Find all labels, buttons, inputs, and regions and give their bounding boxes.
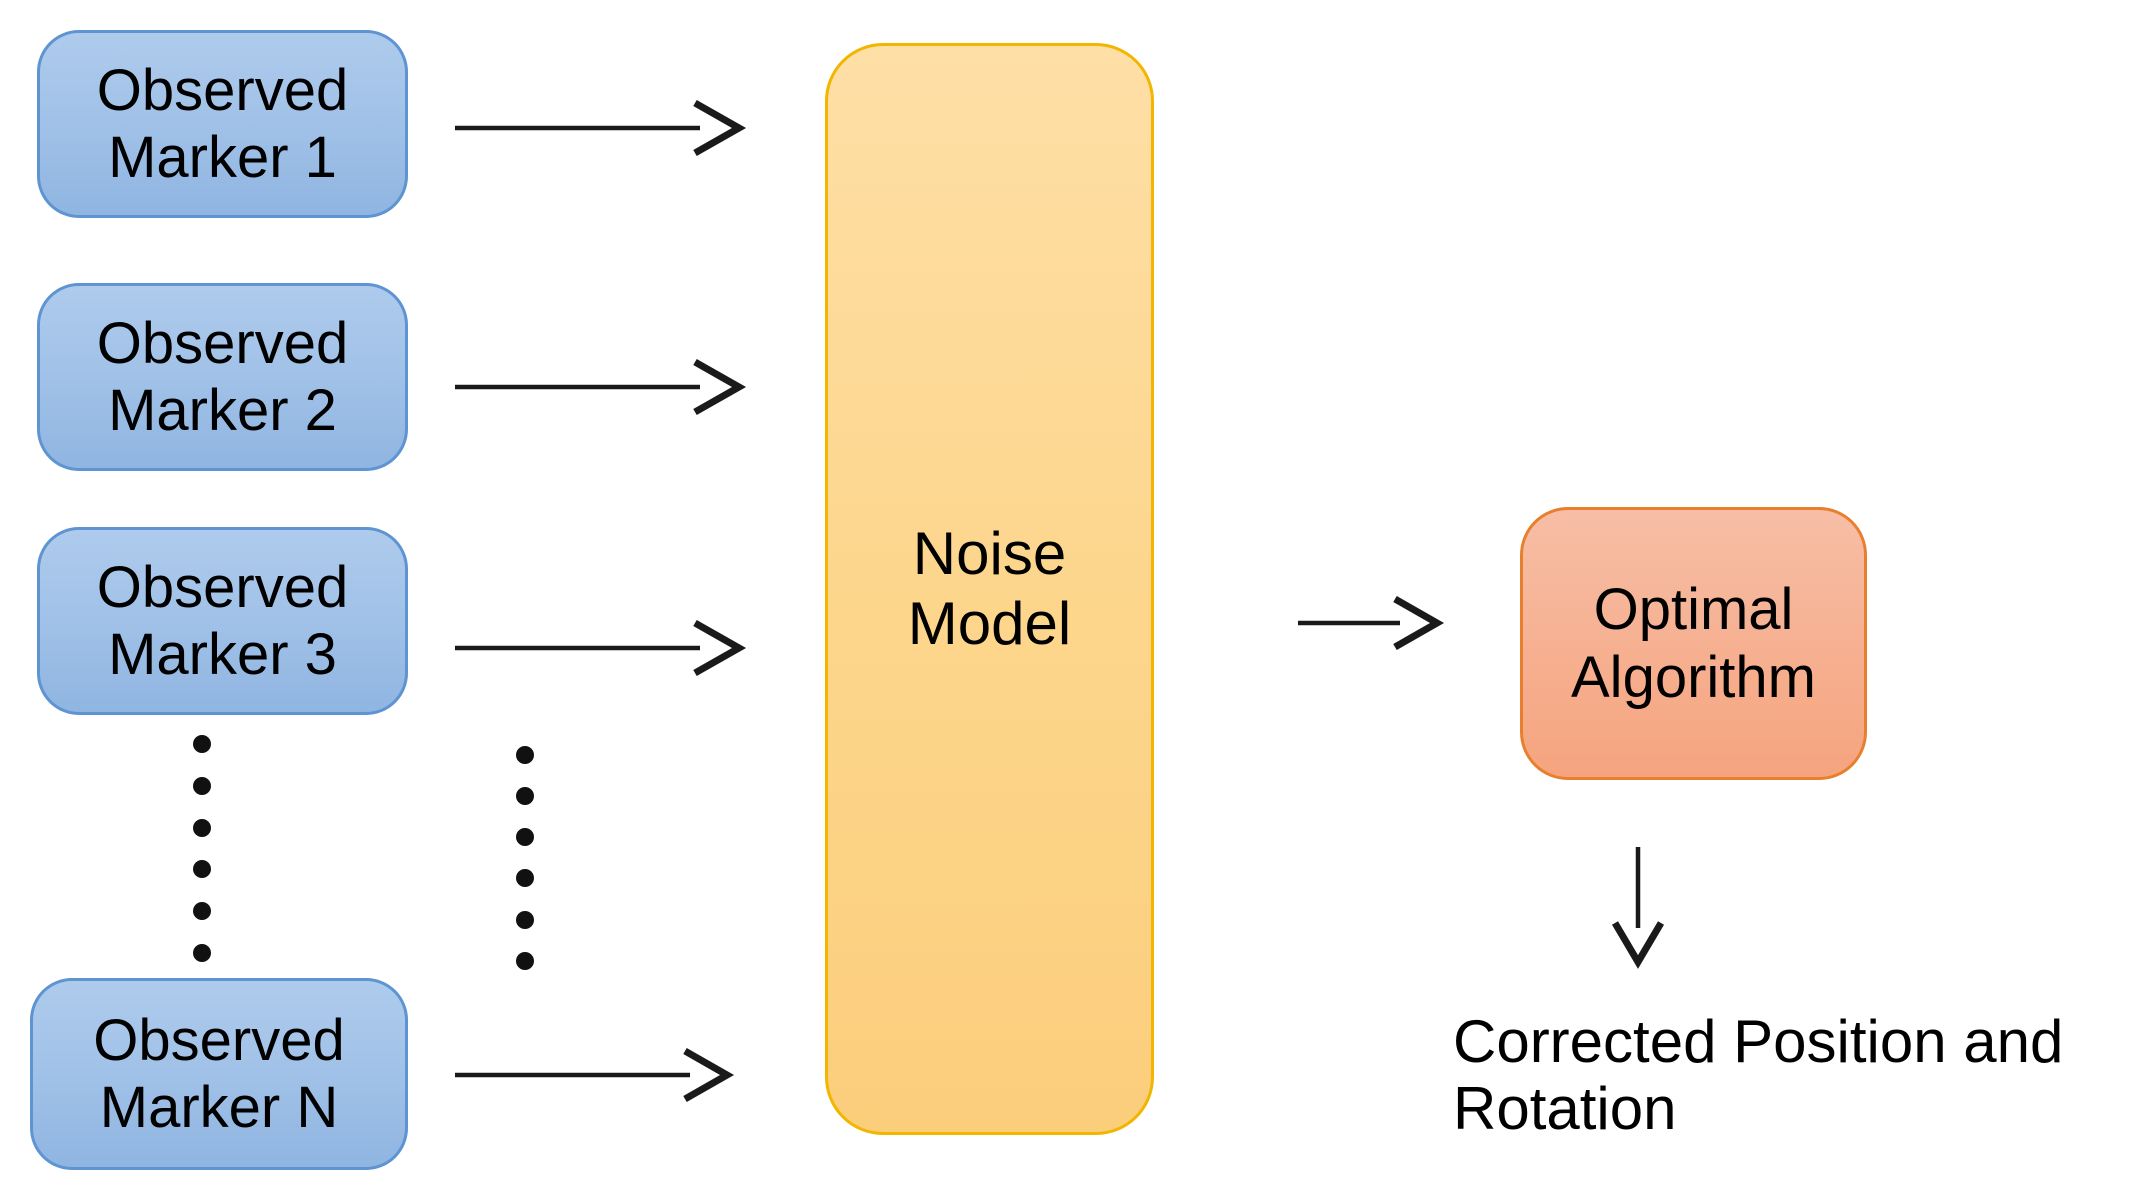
arrow-marker1-to-noise [455, 99, 747, 157]
node-label-line: Marker 2 [108, 378, 337, 443]
dot [516, 869, 534, 887]
arrow-head-icon [1611, 921, 1665, 969]
output-label-line: Corrected Position and [1453, 1008, 2064, 1075]
node-label-line: Marker 3 [108, 622, 337, 687]
arrow-markerN-to-noise [455, 1047, 735, 1103]
dot [193, 777, 211, 795]
dot [516, 911, 534, 929]
node-label-line: Algorithm [1571, 644, 1816, 710]
dot [516, 828, 534, 846]
ellipsis-dots-left [193, 735, 211, 962]
node-label-line: Model [907, 590, 1072, 657]
arrow-head-icon [693, 358, 747, 416]
node-observed-marker-2: Observed Marker 2 [37, 283, 408, 471]
node-label-line: Observed [93, 1007, 345, 1073]
node-label-line: Observed [96, 554, 349, 620]
node-observed-marker-3: Observed Marker 3 [37, 527, 408, 715]
node-label-line: Marker 1 [108, 125, 337, 190]
output-corrected-position-rotation: Corrected Position and Rotation [1453, 1008, 2063, 1142]
arrow-head-icon [683, 1047, 735, 1103]
arrow-algorithm-to-output [1611, 847, 1665, 969]
node-label-line: Observed [96, 310, 349, 376]
dot [193, 860, 211, 878]
arrow-noise-to-algorithm [1298, 595, 1445, 651]
node-label-line: Noise [912, 520, 1067, 588]
dot [193, 944, 211, 962]
dot [516, 952, 534, 970]
node-observed-marker-n: Observed Marker N [30, 978, 408, 1170]
output-label-line: Rotation [1453, 1075, 1677, 1142]
dot [193, 902, 211, 920]
arrow-head-icon [693, 99, 747, 157]
dot [516, 787, 534, 805]
arrow-head-icon [1393, 595, 1445, 651]
arrow-marker3-to-noise [455, 619, 747, 677]
node-label-line: Observed [96, 57, 349, 123]
node-noise-model: Noise Model [825, 43, 1154, 1135]
dot [516, 746, 534, 764]
node-observed-marker-1: Observed Marker 1 [37, 30, 408, 218]
node-label-line: Optimal [1593, 577, 1794, 643]
ellipsis-dots-middle [516, 746, 534, 970]
node-optimal-algorithm: Optimal Algorithm [1520, 507, 1867, 780]
node-label-line: Marker N [99, 1075, 339, 1140]
arrow-marker2-to-noise [455, 358, 747, 416]
dot [193, 735, 211, 753]
dot [193, 819, 211, 837]
arrow-head-icon [693, 619, 747, 677]
